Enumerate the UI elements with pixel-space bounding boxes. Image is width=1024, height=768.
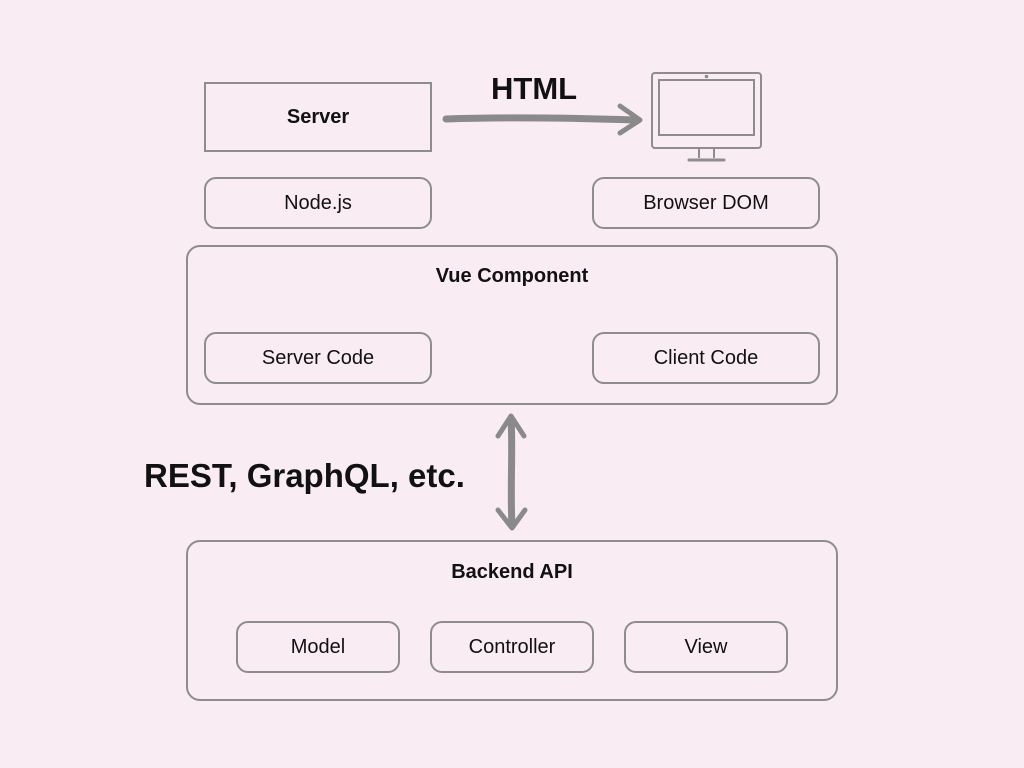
browser-dom-box: Browser DOM xyxy=(592,177,820,229)
html-arrow xyxy=(442,103,643,136)
monitor-icon xyxy=(651,72,762,162)
api-double-arrow xyxy=(495,413,528,531)
vue-component-title: Vue Component xyxy=(435,265,589,287)
api-link-label: REST, GraphQL, etc. xyxy=(144,457,465,494)
model-label: Model xyxy=(290,636,346,658)
browser-dom-label: Browser DOM xyxy=(643,192,769,214)
controller-box: Controller xyxy=(430,621,594,673)
vue-component-container: Vue Component xyxy=(186,245,838,405)
controller-label: Controller xyxy=(468,636,556,658)
client-code-box: Client Code xyxy=(592,332,820,384)
backend-api-container: Backend API xyxy=(186,540,838,701)
client-code-label: Client Code xyxy=(653,347,759,369)
server-label: Server xyxy=(286,106,350,128)
backend-api-title: Backend API xyxy=(451,561,573,583)
nodejs-label: Node.js xyxy=(284,192,352,214)
view-label: View xyxy=(684,636,728,658)
nodejs-box: Node.js xyxy=(204,177,432,229)
view-box: View xyxy=(624,621,788,673)
html-label: HTML xyxy=(491,71,578,106)
server-code-label: Server Code xyxy=(261,347,375,369)
server-box: Server xyxy=(204,82,432,152)
model-box: Model xyxy=(236,621,400,673)
server-code-box: Server Code xyxy=(204,332,432,384)
